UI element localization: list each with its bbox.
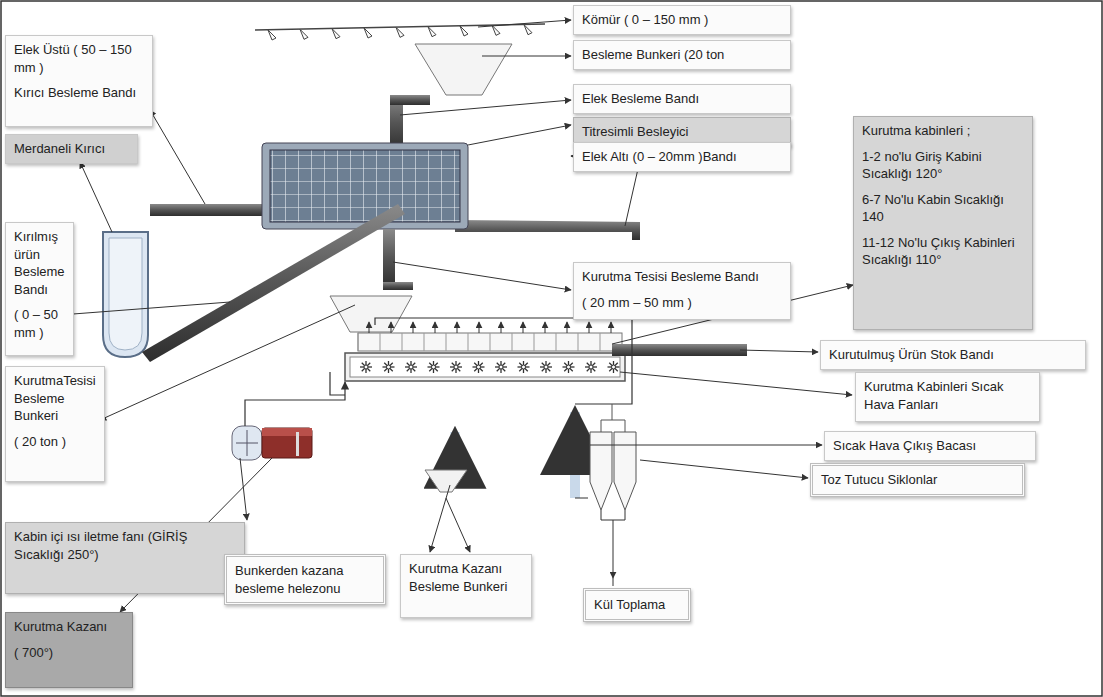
- callout-text: Kırıcı Besleme Bandı: [14, 84, 144, 102]
- air-loop: [330, 318, 632, 404]
- callout-box: Kırılmış ürün Besleme Bandı ( 0 – 50 mm ): [5, 222, 74, 356]
- callout-box: Kurutulmuş Ürün Stok Bandı: [820, 340, 1086, 370]
- callout-text: 1-2 no'lu Giriş Kabini Sıcaklığı 120°: [862, 148, 1024, 183]
- callout-box: Besleme Bunkeri (20 ton: [573, 40, 791, 70]
- feed-hopper: [390, 44, 512, 150]
- callout-box: KurutmaTesisi Besleme Bunkeri ( 20 ton ): [5, 366, 105, 482]
- heat-fan: [232, 382, 345, 460]
- callout-box: Kömür ( 0 – 150 mm ): [573, 5, 791, 35]
- oversize-belt: [150, 204, 270, 216]
- callout-text: KurutmaTesisi Besleme Bunkeri: [14, 372, 96, 425]
- callout-text: 6-7 No'lu Kabin Sıcaklığı 140: [862, 191, 1024, 226]
- callout-text: ( 700°): [14, 644, 124, 662]
- drying-feed-chute: [383, 229, 413, 290]
- boiler-feed: [296, 432, 467, 492]
- callout-box: Kül Toplama: [583, 588, 691, 622]
- callout-box: Kurutma Kabinleri Sıcak Hava Fanları: [855, 372, 1040, 422]
- callout-text: Titresimli Besleyici: [582, 123, 782, 141]
- callout-text: Kurutulmuş Ürün Stok Bandı: [829, 346, 1077, 364]
- callout-text: Besleme Bunkeri (20 ton: [582, 46, 782, 64]
- hot-air-duct: [345, 353, 625, 381]
- info-panel: Kurutma kabinleri ; 1-2 no'lu Giriş Kabin…: [853, 116, 1033, 330]
- callout-text: Elek Besleme Bandı: [582, 90, 782, 108]
- callout-text: Merdaneli Kırıcı: [14, 140, 129, 158]
- callout-box: Elek Üstü ( 50 – 150 mm ) Kırıcı Besleme …: [5, 35, 153, 127]
- callout-text: Kurutma Kabinleri Sıcak Hava Fanları: [864, 378, 1031, 413]
- callout-text: Sıcak Hava Çıkış Bacası: [833, 437, 1027, 455]
- callout-text: Bunkerden kazana besleme helezonu: [235, 562, 375, 597]
- callout-text: ( 20 ton ): [14, 433, 96, 451]
- cyclones: [590, 404, 636, 578]
- drying-feed-hopper: [330, 296, 412, 332]
- vibrating-screen: [262, 143, 468, 229]
- callout-box: Elek Altı (0 – 20mm )Bandı: [573, 142, 791, 172]
- callout-text: Kırılmış ürün Besleme Bandı: [14, 228, 65, 298]
- callout-text: 11-12 No'lu Çıkış Kabinleri Sıcaklığı 11…: [862, 234, 1024, 269]
- callout-box: Kurutma Kazanı Besleme Bunkeri: [400, 554, 532, 618]
- callout-box: Kurutma Tesisi Besleme Bandı ( 20 mm – 50…: [573, 262, 791, 320]
- callout-box: Kurutma Kazanı ( 700°): [5, 612, 133, 688]
- callout-text: ( 0 – 50 mm ): [14, 306, 65, 341]
- callout-box: Kabin içi ısı iletme fanı (GİRİŞ Sıcaklı…: [5, 522, 245, 594]
- callout-text: Kül Toplama: [594, 596, 680, 614]
- callout-text: Kurutma kabinleri ;: [862, 122, 1024, 140]
- callout-text: Kurutma Kazanı: [14, 618, 124, 636]
- callout-text: Elek Üstü ( 50 – 150 mm ): [14, 41, 144, 76]
- callout-box: Sıcak Hava Çıkış Bacası: [824, 431, 1036, 461]
- undersize-belt: [455, 220, 640, 240]
- callout-text: ( 20 mm – 50 mm ): [582, 294, 782, 312]
- roller-crusher: [103, 232, 148, 357]
- callout-text: Kömür ( 0 – 150 mm ): [582, 11, 782, 29]
- callout-text: Kurutma Kazanı Besleme Bunkeri: [409, 560, 523, 595]
- callout-box: Bunkerden kazana besleme helezonu: [224, 554, 386, 605]
- callout-text: Kurutma Tesisi Besleme Bandı: [582, 268, 782, 286]
- drying-cabins: [358, 322, 622, 351]
- callout-box: Merdaneli Kırıcı: [5, 134, 138, 164]
- callout-text: Kabin içi ısı iletme fanı (GİRİŞ Sıcaklı…: [14, 528, 236, 563]
- callout-box: Elek Besleme Bandı: [573, 84, 791, 114]
- chimney: [575, 412, 588, 498]
- callout-text: Toz Tutucu Siklonlar: [821, 471, 1014, 489]
- callout-text: Elek Altı (0 – 20mm )Bandı: [582, 148, 782, 166]
- coal-conveyor: [255, 24, 545, 40]
- callout-box: Toz Tutucu Siklonlar: [810, 463, 1025, 497]
